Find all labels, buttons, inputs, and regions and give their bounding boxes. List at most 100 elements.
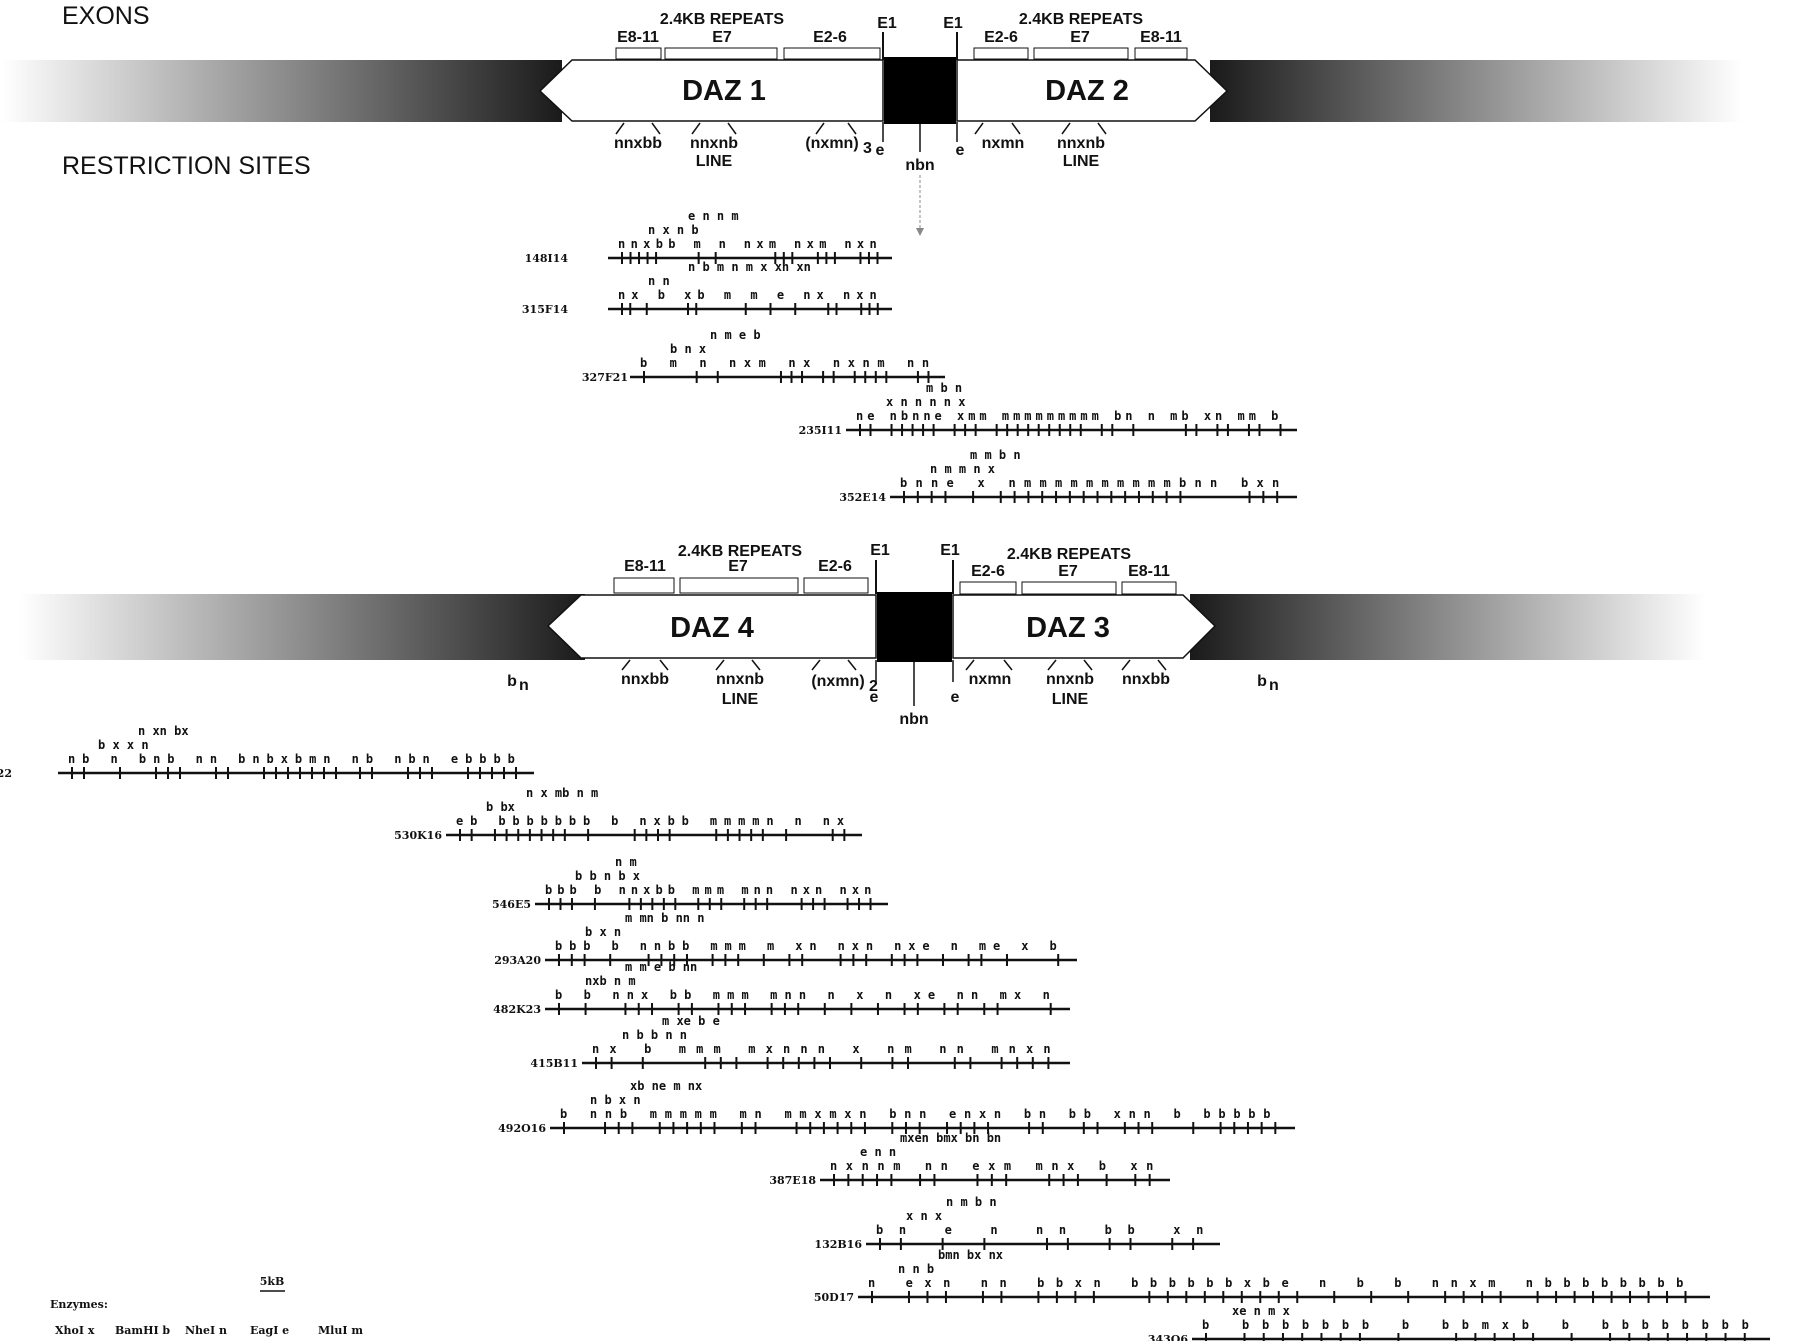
site-letters: bbb b nnxbb mmm mnn nxn nxn xyxy=(545,883,871,897)
repeats-label-left: 2.4KB REPEATS xyxy=(660,11,785,28)
clone-row: 235I11 ne nbnne xmm mmmmmmmmm bn n mb xn … xyxy=(799,381,1297,437)
site-sub-line: LINE xyxy=(696,153,733,170)
clone-name: 327F21 xyxy=(582,371,628,384)
site-letters-upper: b x n xyxy=(585,925,621,939)
site-letters-extra: n xn bx xyxy=(138,724,189,738)
exon-label: E7 xyxy=(712,29,732,46)
site-letters: bn e n nn bb xn xyxy=(876,1223,1203,1237)
legend-item: XhoI x xyxy=(55,1324,95,1337)
clone-name: 352E14 xyxy=(839,491,886,504)
site-letters: bbb b nnbb mmm m xn nxn nxe n me x b xyxy=(555,939,1057,953)
e1-label: E1 xyxy=(940,542,960,559)
clone-name: 293A20 xyxy=(494,954,541,967)
site-cluster: (nxmn) xyxy=(805,135,858,152)
chromosome-band-left xyxy=(2,60,562,122)
site-cluster: nxmn xyxy=(982,135,1025,152)
legend-item: MluI m xyxy=(318,1324,363,1337)
exon-box xyxy=(973,47,1029,60)
clone-name: 482K23 xyxy=(493,1003,541,1016)
exon-label: E7 xyxy=(1058,563,1078,580)
site-letters-upper: x n n n n x xyxy=(886,395,965,409)
gene-arrow-daz4 xyxy=(546,594,877,659)
scale-bar-label: 5kB xyxy=(260,1275,285,1288)
clone-name: 235I11 xyxy=(799,424,842,437)
exon-box xyxy=(664,47,778,60)
site-letters: eb bbbbbbb b nxbb mmmmn n nx xyxy=(456,814,844,828)
site-letters-extra: e n n m xyxy=(688,209,739,223)
site-letters: nx b mmm mxnnn x nm nn mnxn xyxy=(592,1042,1051,1056)
exon-label: E2-6 xyxy=(813,29,847,46)
chromosome-band-left xyxy=(20,594,585,660)
repeats-label-right: 2.4KB REPEATS xyxy=(1007,546,1132,563)
site-letters: bnne x nmmmmmmmmmmbnn bxn xyxy=(900,476,1279,490)
scale-bar: 5kB xyxy=(260,1275,285,1292)
cluster-daz1-daz2: DAZ 1 DAZ 2 2.4KB REPEATS 2.4KB REPEATS … xyxy=(2,11,1742,236)
center-site: nbn xyxy=(905,157,934,174)
site-letters: b m n nxm nx nxnm nn xyxy=(640,356,929,370)
gene-arrow-daz2 xyxy=(956,59,1229,122)
site-letters-extra: n m b n xyxy=(946,1195,997,1209)
cluster-daz4-daz3: DAZ 4 DAZ 3 2.4KB REPEATS 2.4KB REPEATS … xyxy=(20,542,1705,728)
site-letters-extra: m mn b nn n xyxy=(625,911,704,925)
site-letters-extra: n m xyxy=(615,855,637,869)
site-letters: nxnnm nn exm mnx b xn xyxy=(830,1159,1153,1173)
site-letters: ne nbnne xmm mmmmmmmmm bn n mb xn mm b xyxy=(856,409,1278,423)
site-cluster: nxmn xyxy=(969,671,1012,688)
site-subscript: 2 xyxy=(869,678,878,695)
legend-item: EagI e xyxy=(250,1324,289,1337)
clone-maps-bottom: 566F22nb n bnb nn bnbxbmn nb nbn ebbbbb … xyxy=(0,724,1770,1341)
site-letters: nb n bnb nn bnbxbmn nb nbn ebbbb xyxy=(68,752,515,766)
exon-label: E7 xyxy=(728,558,748,575)
clone-name: 546E5 xyxy=(492,898,531,911)
exon-box xyxy=(1134,47,1188,60)
e-site: e xyxy=(956,142,965,159)
gene-label-daz3: DAZ 3 xyxy=(1026,612,1110,644)
clone-row: 492O16 b nnb mmmmm mn mmxmxn bnn enxn bn … xyxy=(498,1079,1295,1135)
site-letters-upper: n m m n x xyxy=(930,462,995,476)
site-letters-extra: m m b n xyxy=(970,448,1021,462)
flank-site: b xyxy=(1257,673,1267,690)
site-sub-line: LINE xyxy=(722,691,759,708)
site-letters: b bbbbbbb b bbmxb b bbbbbbbb xyxy=(1202,1318,1749,1332)
clone-row: 293A20 bbb b nnbb mmm m xn nxn nxe n me x… xyxy=(494,911,1077,967)
clone-name: 343O6 xyxy=(1148,1333,1189,1341)
legend-item: NheI n xyxy=(185,1324,227,1337)
clone-name: 492O16 xyxy=(498,1122,546,1135)
exon-box xyxy=(1033,47,1129,60)
e-site: e xyxy=(951,689,960,706)
site-cluster: nnxbb xyxy=(621,671,669,688)
site-letters: nx b xb m m e nx nxn xyxy=(618,288,877,302)
site-letters-extra: mxen bmx bn bn xyxy=(900,1131,1001,1145)
exon-box xyxy=(959,581,1017,595)
site-letters-upper: b x x n xyxy=(98,738,149,752)
site-letters-extra: m xe b e xyxy=(662,1014,720,1028)
site-cluster: (nxmn) xyxy=(811,673,864,690)
gene-label-daz2: DAZ 2 xyxy=(1045,75,1129,107)
site-letters-extra: m b n xyxy=(926,381,962,395)
gene-arrow-daz1 xyxy=(538,59,884,122)
site-letters: b nnb mmmmm mn mmxmxn bnn enxn bn bb xnn… xyxy=(560,1107,1271,1121)
legend-item: BamHI b xyxy=(115,1324,170,1337)
exon-box xyxy=(679,577,799,594)
exon-label: E2-6 xyxy=(818,558,852,575)
exon-box xyxy=(1121,581,1177,595)
site-letters-extra: n m e b xyxy=(710,328,761,342)
clone-row: 566F22nb n bnb nn bnbxbmn nb nbn ebbbbb … xyxy=(0,724,534,780)
exon-label: E8-11 xyxy=(1128,563,1170,580)
site-cluster: nnxnb xyxy=(690,135,738,152)
site-letters-extra: n x mb n m xyxy=(526,786,598,800)
exon-label: E7 xyxy=(1070,29,1090,46)
heading-restriction-sites: RESTRICTION SITES xyxy=(62,152,311,180)
clone-name: 387E18 xyxy=(769,1174,816,1187)
e1-label: E1 xyxy=(877,15,897,32)
